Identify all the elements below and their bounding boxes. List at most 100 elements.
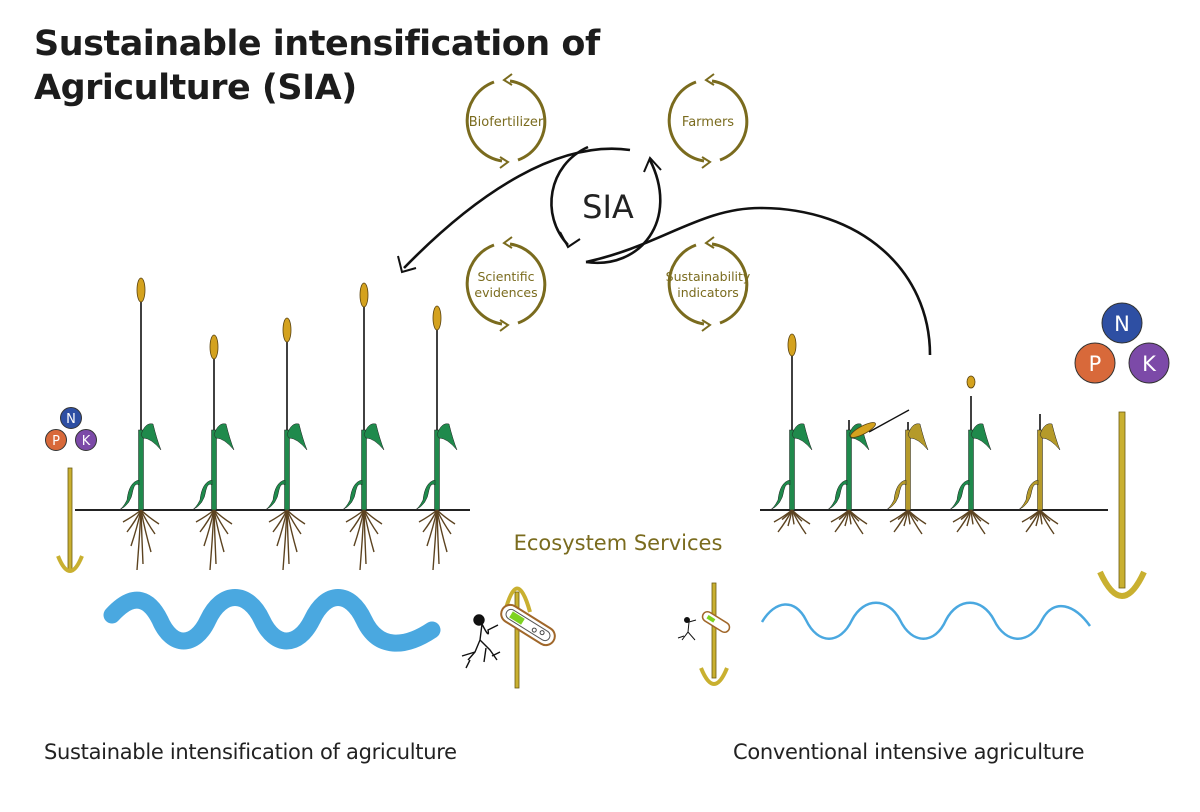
stem-sheath bbox=[968, 429, 974, 511]
leaf bbox=[414, 479, 436, 511]
cycle-arrowhead-top bbox=[704, 73, 715, 86]
caption-sustainable: Sustainable intensification of agricultu… bbox=[44, 740, 457, 764]
stem-sheath bbox=[1037, 429, 1043, 511]
leaf bbox=[791, 423, 813, 451]
bacterium-icon bbox=[500, 603, 556, 647]
wheat-plant-healthy bbox=[341, 282, 385, 571]
fertilizer-arrow-small-icon bbox=[56, 467, 84, 573]
cycle-arrowhead-bottom bbox=[701, 156, 712, 169]
diagram-title: Sustainable intensification of Agricultu… bbox=[34, 22, 600, 110]
cycle-farmers: Farmers bbox=[667, 73, 749, 169]
wheat-plant-healthy bbox=[264, 317, 308, 571]
water-flow-thin-icon bbox=[760, 601, 1092, 640]
title-line-1: Sustainable intensification of bbox=[34, 24, 600, 64]
wheat-plant-healthy bbox=[769, 333, 813, 535]
stem-sheath bbox=[905, 429, 911, 511]
cycle-arrowhead-bottom bbox=[499, 156, 510, 169]
cycle-label: Farmers bbox=[682, 115, 734, 130]
sia-hub-label: SIA bbox=[582, 188, 634, 226]
leaf bbox=[826, 479, 848, 511]
roots-icon bbox=[345, 509, 383, 571]
leaf bbox=[213, 423, 235, 451]
cycle-label: Sustainability bbox=[666, 269, 751, 284]
cycle-arrow-left bbox=[667, 80, 705, 163]
sia-cycle-arrow-right bbox=[585, 159, 662, 265]
stem-sheath bbox=[284, 429, 290, 511]
nutrient-n-label: N bbox=[1114, 312, 1130, 336]
npk-icon-small: N P K bbox=[45, 407, 97, 451]
leaf bbox=[286, 423, 308, 451]
cycle-arrowhead-top bbox=[502, 236, 513, 249]
cycle-arrow-right bbox=[509, 242, 547, 325]
leaf bbox=[436, 423, 458, 451]
leaf bbox=[848, 423, 870, 451]
roots-icon bbox=[195, 509, 233, 571]
leaf bbox=[264, 479, 286, 511]
nutrient-k-label: K bbox=[82, 434, 91, 449]
bent-stem bbox=[868, 409, 910, 433]
connector-arrowhead-left bbox=[397, 255, 417, 274]
title-line-2: Agriculture (SIA) bbox=[34, 68, 357, 108]
cycle-arrowhead-bottom bbox=[499, 319, 510, 332]
wheat-spike-icon bbox=[136, 277, 146, 303]
ecosystem-services-label: Ecosystem Services bbox=[514, 531, 723, 555]
wheat-spike-icon bbox=[359, 282, 369, 308]
nutrient-k-label: K bbox=[1142, 352, 1157, 376]
cycle-arrowhead-bottom bbox=[701, 319, 712, 332]
stem-sheath bbox=[211, 429, 217, 511]
biological-service-large-icon bbox=[461, 586, 556, 689]
nutrient-p-label: P bbox=[52, 434, 60, 449]
stem-sheath bbox=[434, 429, 440, 511]
stem-sheath bbox=[846, 429, 852, 511]
cycle-arrow-right bbox=[711, 79, 749, 162]
wheat-plant-yellowing bbox=[885, 422, 929, 535]
caption-conventional: Conventional intensive agriculture bbox=[733, 740, 1085, 764]
nutrient-p-label: P bbox=[1089, 352, 1102, 376]
root-nodule-icon bbox=[461, 614, 501, 669]
wheat-plant-healthy bbox=[118, 277, 162, 571]
water-flow-thick-icon bbox=[103, 589, 441, 652]
leaf bbox=[363, 423, 385, 451]
roots-icon bbox=[830, 509, 868, 535]
npk-icon-large: N P K bbox=[1074, 302, 1170, 384]
root-nodule-icon bbox=[677, 617, 697, 641]
nutrient-n-label: N bbox=[66, 412, 76, 427]
leaf bbox=[118, 479, 140, 511]
leaf bbox=[769, 479, 791, 511]
biological-service-small-icon bbox=[677, 582, 731, 686]
sia-arrowhead-left bbox=[559, 231, 581, 249]
leaf bbox=[885, 479, 907, 511]
connector-to-conventional bbox=[585, 206, 932, 356]
wheat-spike-icon bbox=[850, 422, 876, 438]
stem-sheath bbox=[138, 429, 144, 511]
cycle-arrow-right bbox=[711, 242, 749, 325]
nutrient-n-icon bbox=[60, 407, 82, 429]
leaf bbox=[948, 479, 970, 511]
cycle-arrowhead-top bbox=[502, 73, 513, 86]
sia-hub: SIA bbox=[550, 145, 662, 265]
roots-icon bbox=[889, 509, 927, 535]
roots-icon bbox=[418, 509, 456, 571]
wheat-plant-lodged bbox=[826, 409, 910, 535]
nutrient-n-icon bbox=[1101, 302, 1143, 344]
wheat-spike-icon bbox=[966, 375, 976, 389]
nutrient-p-icon bbox=[45, 429, 67, 451]
stem-sheath bbox=[361, 429, 367, 511]
wheat-spike-icon bbox=[432, 305, 442, 331]
cycle-label: evidences bbox=[474, 285, 537, 300]
leaf bbox=[1039, 423, 1061, 451]
wheat-plant-healthy bbox=[191, 334, 235, 571]
leaf bbox=[140, 423, 162, 451]
roots-icon bbox=[1021, 509, 1059, 535]
cycle-biofertilizer: Biofertilizer bbox=[465, 73, 547, 169]
wheat-spike-icon bbox=[209, 334, 219, 360]
leaf bbox=[191, 479, 213, 511]
leaf bbox=[1017, 479, 1039, 511]
sia-arrowhead-right bbox=[643, 156, 662, 173]
roots-icon bbox=[122, 509, 160, 571]
plants-sustainable bbox=[118, 277, 458, 571]
cycle-arrow-left bbox=[465, 80, 503, 163]
cycle-arrow-left bbox=[465, 243, 503, 326]
wheat-plant-yellowing bbox=[1017, 414, 1061, 535]
